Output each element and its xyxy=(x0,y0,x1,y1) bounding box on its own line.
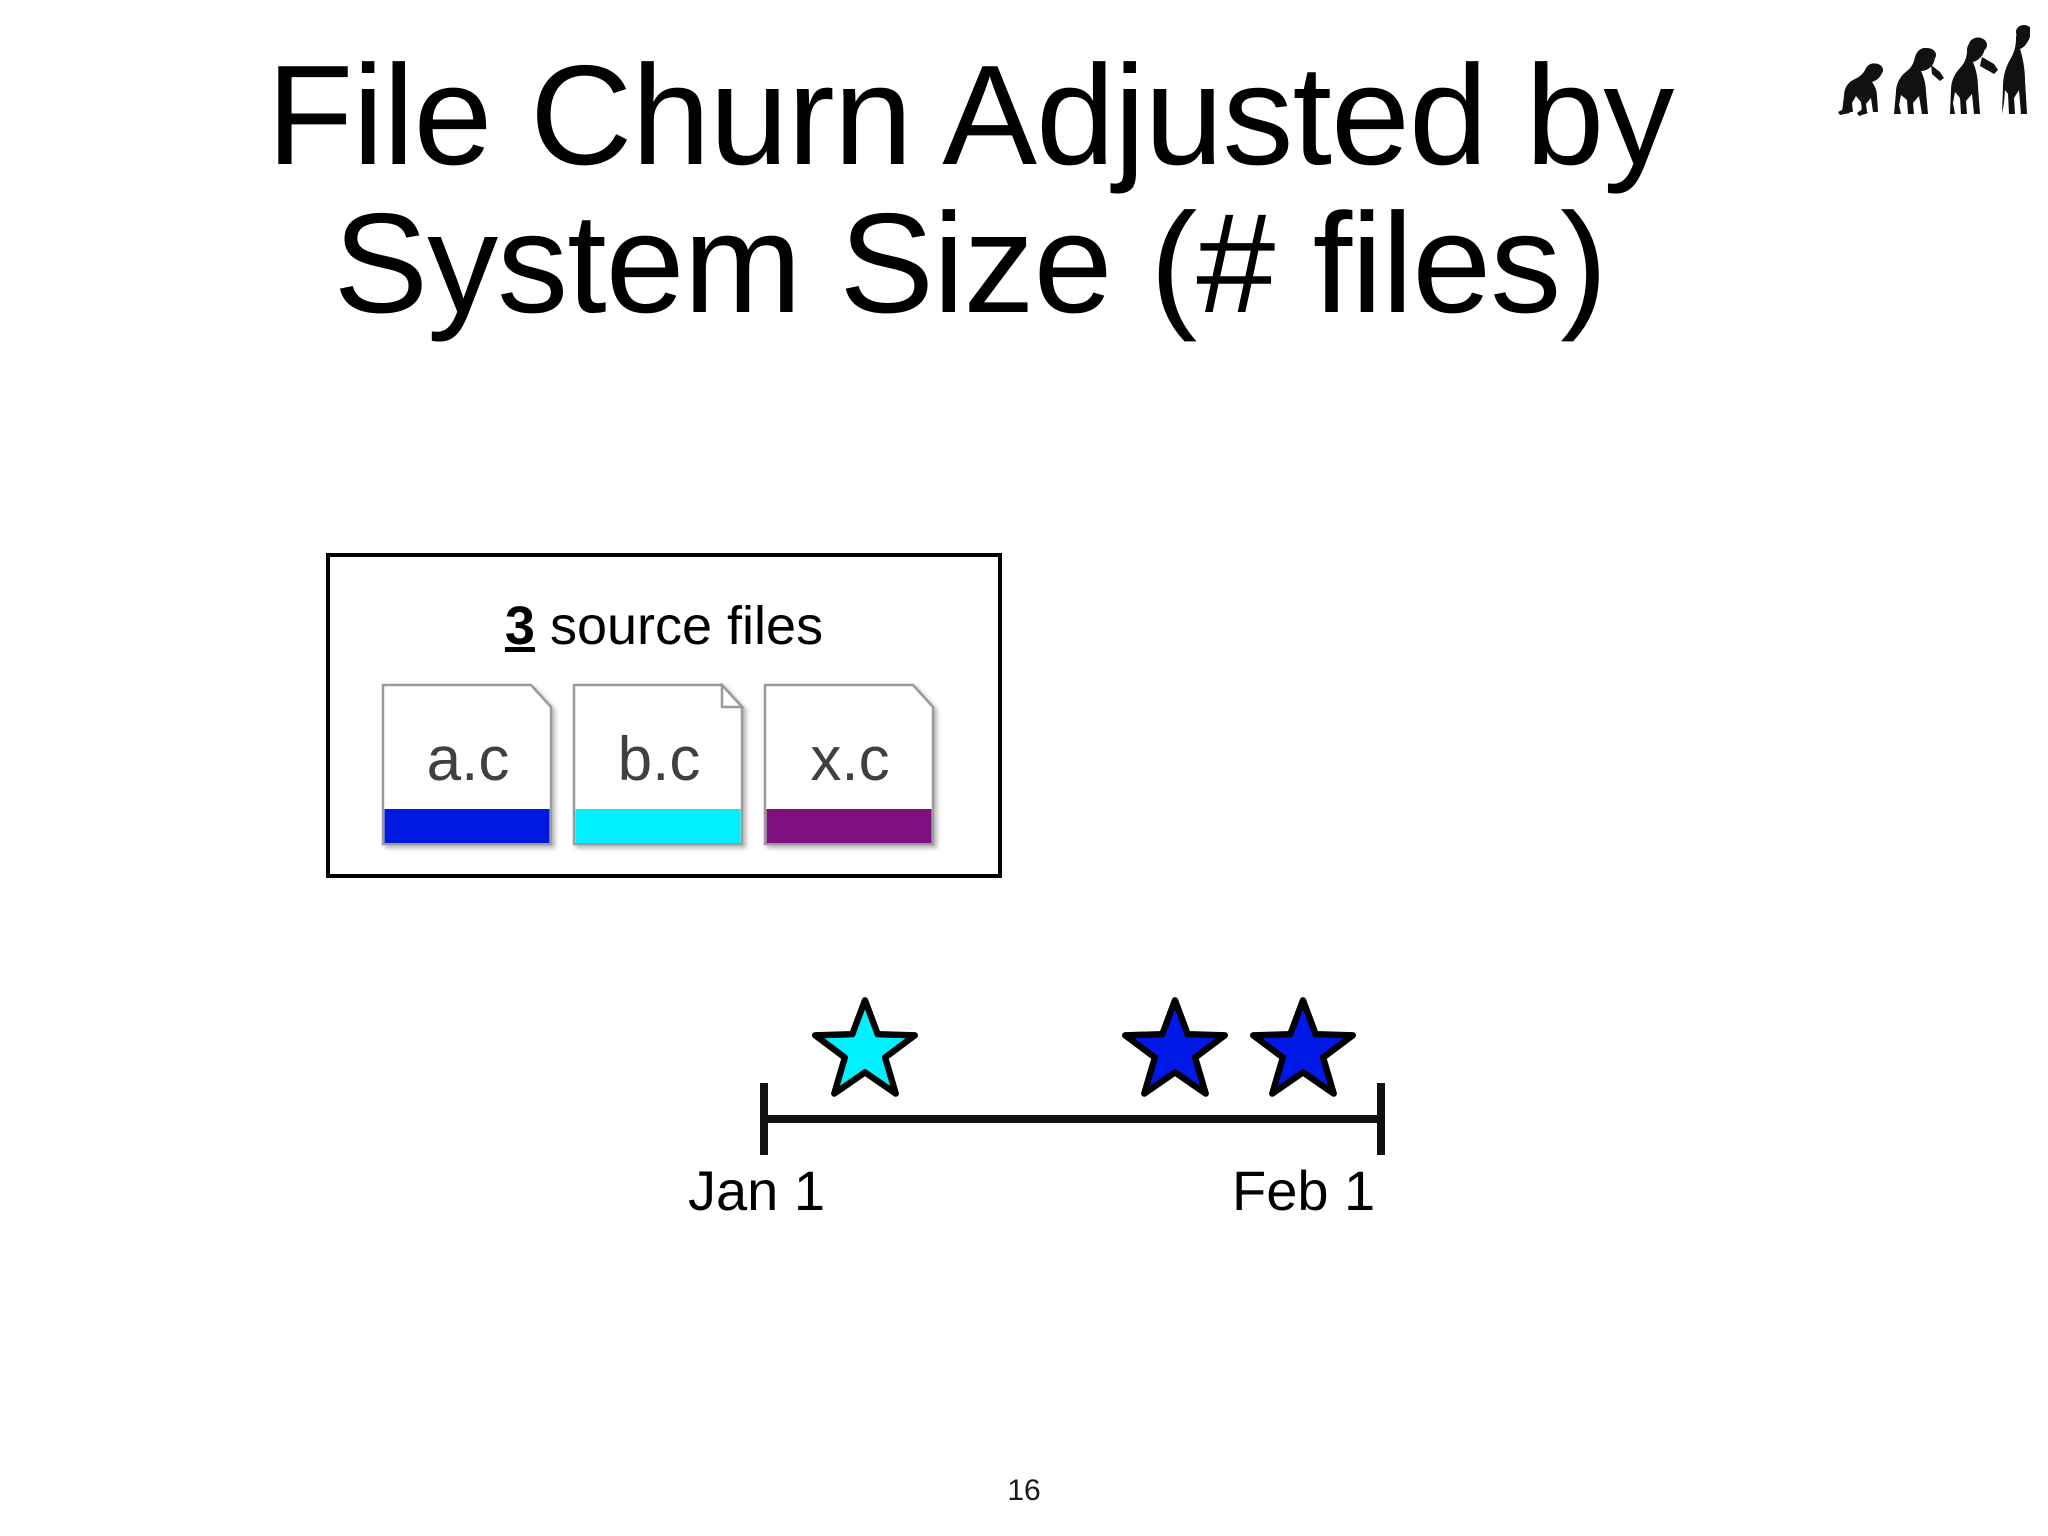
timeline-axis xyxy=(760,1115,1385,1123)
file-icon-b-c[interactable]: b.c xyxy=(572,683,757,846)
file-icon-a-c[interactable]: a.c xyxy=(381,683,566,846)
source-files-count: 3 xyxy=(504,596,535,656)
source-files-panel: 3 source files a.c b.c xyxy=(326,553,1002,878)
commit-star-cyan[interactable] xyxy=(812,997,918,1099)
source-files-caption-text: source files xyxy=(534,596,824,656)
timeline-end-label: Feb 1 xyxy=(1232,1159,1376,1222)
page-title: File Churn Adjusted by System Size (# fi… xyxy=(266,36,1675,343)
commit-star-blue-2[interactable] xyxy=(1250,997,1356,1099)
timeline-start-label: Jan 1 xyxy=(688,1159,825,1222)
commit-star-blue-1[interactable] xyxy=(1122,997,1228,1099)
source-files-list: a.c b.c x.c xyxy=(330,683,998,846)
file-icon-x-c[interactable]: x.c xyxy=(763,683,948,846)
commit-timeline: Jan 1 Feb 1 xyxy=(688,955,1420,1245)
source-files-caption: 3 source files xyxy=(330,599,998,653)
page-number: 16 xyxy=(1007,1474,1041,1507)
evolution-of-man-icon xyxy=(1834,8,2032,118)
